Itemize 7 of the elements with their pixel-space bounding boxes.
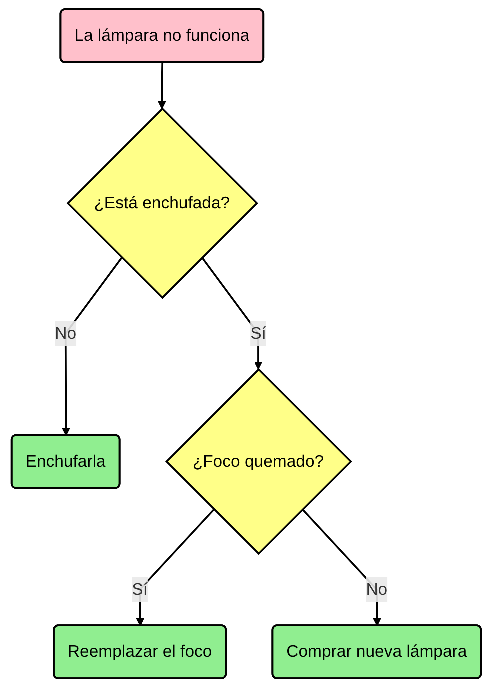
edge-label: No — [366, 580, 388, 599]
node-diamond: ¿Foco quemado? — [165, 368, 352, 556]
edge-label: No — [55, 324, 77, 343]
arrow — [158, 62, 166, 110]
edge-label: Sí — [132, 580, 148, 599]
node-diamond: ¿Está enchufada? — [66, 108, 258, 300]
edge-label: Sí — [250, 324, 266, 343]
